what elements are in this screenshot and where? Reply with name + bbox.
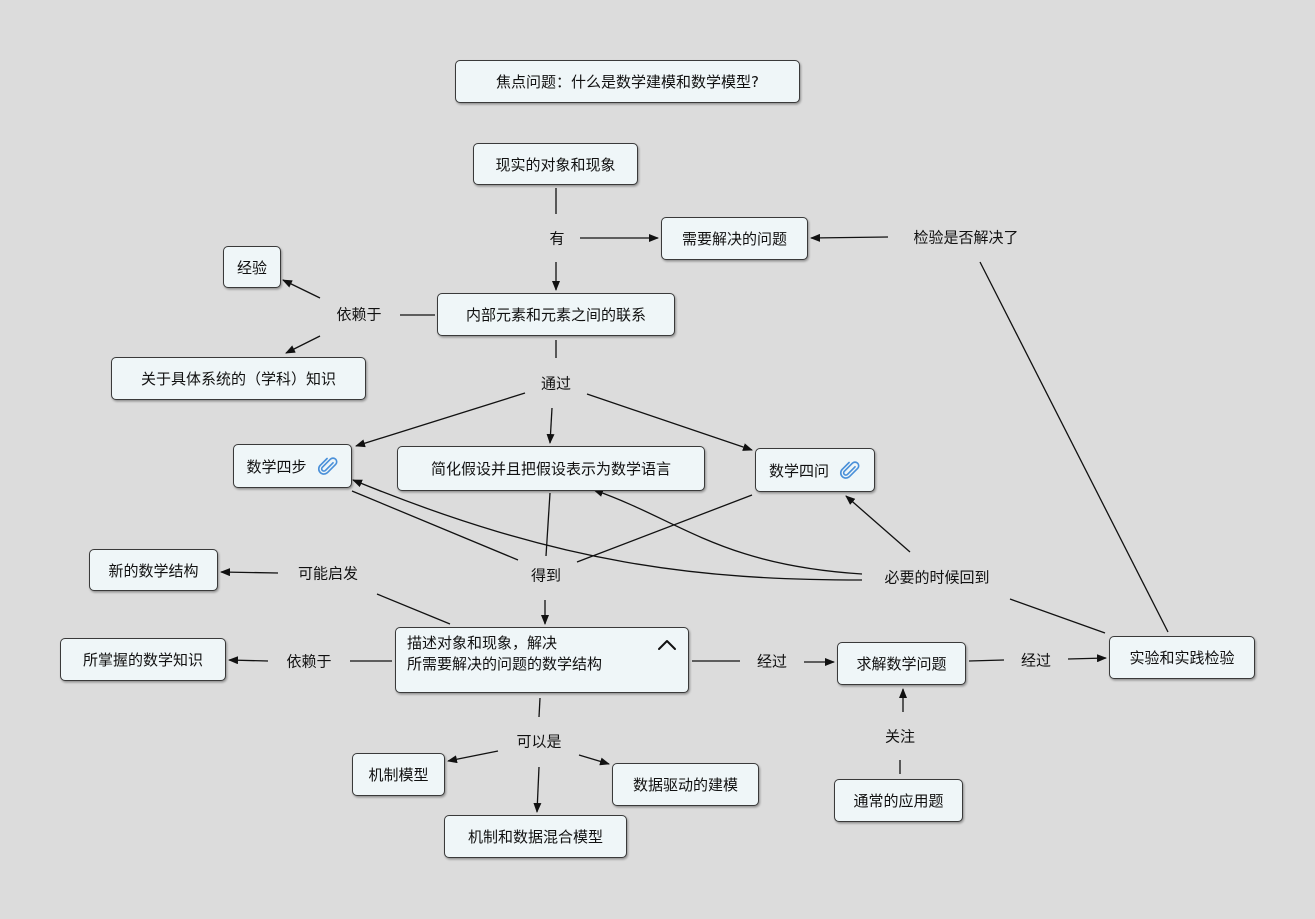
node-experiment[interactable]: 实验和实践检验 [1109,636,1255,679]
link-label-depends2[interactable]: 依赖于 [286,652,332,671]
edge-simplify-obtain [545,492,551,557]
node-data-driven[interactable]: 数据驱动的建模 [612,763,759,806]
edge-return-simplify [593,489,863,575]
node-experience-label: 经验 [236,258,267,277]
edge-check-problem [810,233,889,242]
node-mastered-knowledge-label: 所掌握的数学知识 [82,651,203,669]
edge-through-fourstep [355,392,526,448]
node-four-questions-label: 数学四问 [768,461,829,480]
link-label-obtain[interactable]: 得到 [530,566,562,585]
edge-solve-via2 [968,659,1005,662]
node-four-steps-label: 数学四步 [246,457,307,476]
edge-describe-canbe [538,697,541,718]
link-label-check[interactable]: 检验是否解决了 [913,228,1019,247]
node-mechanism-label: 机制模型 [368,766,429,784]
node-experience[interactable]: 经验 [223,246,281,288]
paperclip-icon[interactable] [839,459,861,481]
node-real-objects[interactable]: 现实的对象和现象 [473,143,638,185]
edge-return-fourq [845,495,911,553]
edge-via2-experiment [1067,654,1107,663]
node-describe-line1: 描述对象和现象，解决 [407,634,558,652]
edge-canbe-mechanism [447,750,499,764]
edge-depends-domain [285,335,321,354]
node-domain-knowledge[interactable]: 关于具体系统的（学科）知识 [111,357,366,400]
node-mastered-knowledge[interactable]: 所掌握的数学知识 [60,638,226,681]
edge-depends2-mastered [228,656,269,665]
node-mechanism[interactable]: 机制模型 [352,753,445,796]
edge-inspire-newstruct [220,568,279,577]
focus-question-text: 焦点问题：什么是数学建模和数学模型? [496,73,759,91]
edge-fourq-obtain [576,494,753,563]
node-hybrid-label: 机制和数据混合模型 [467,828,603,846]
edge-through-fourq [586,393,753,451]
edge-fourstep-obtain [351,490,519,561]
link-label-focus[interactable]: 关注 [884,727,916,746]
node-real-objects-label: 现实的对象和现象 [495,155,616,174]
node-domain-knowledge-label: 关于具体系统的（学科）知识 [140,370,336,388]
node-internal-relations[interactable]: 内部元素和元素之间的联系 [437,293,675,336]
edge-describe-inspire [376,593,451,625]
edge-depends-experience [282,279,321,299]
node-solve[interactable]: 求解数学问题 [837,642,966,685]
focus-question-box[interactable]: 焦点问题：什么是数学建模和数学模型? [455,60,800,103]
node-describe[interactable]: 描述对象和现象，解决 所需要解决的问题的数学结构 [395,627,689,693]
node-four-questions[interactable]: 数学四问 [755,448,875,492]
link-label-can-be[interactable]: 可以是 [516,732,562,751]
node-problem-to-solve-label: 需要解决的问题 [681,230,787,248]
node-common-problems-label: 通常的应用题 [853,792,944,810]
link-label-return[interactable]: 必要的时候回到 [884,568,990,587]
node-describe-line2: 所需要解决的问题的数学结构 [407,655,603,673]
edge-return-fourstep [352,479,863,581]
node-common-problems[interactable]: 通常的应用题 [834,779,963,822]
node-data-driven-label: 数据驱动的建模 [632,776,738,794]
node-internal-relations-label: 内部元素和元素之间的联系 [465,306,646,324]
node-new-structure[interactable]: 新的数学结构 [89,549,218,591]
link-label-depends1[interactable]: 依赖于 [336,305,382,324]
link-label-via2[interactable]: 经过 [1020,651,1052,670]
link-label-has[interactable]: 有 [549,229,565,248]
link-label-through[interactable]: 通过 [540,374,572,393]
node-solve-label: 求解数学问题 [856,655,947,673]
node-simplify-label: 简化假设并且把假设表示为数学语言 [430,460,671,478]
edge-canbe-hybrid [533,766,542,813]
paperclip-icon[interactable] [317,455,339,477]
node-four-steps[interactable]: 数学四步 [233,444,352,488]
node-experiment-label: 实验和实践检验 [1129,649,1235,667]
edge-canbe-datadriven [578,754,610,766]
node-new-structure-label: 新的数学结构 [108,561,199,580]
node-simplify[interactable]: 简化假设并且把假设表示为数学语言 [397,446,705,491]
link-label-inspire[interactable]: 可能启发 [297,564,359,583]
edge-experiment-return [1009,598,1106,634]
link-label-via1[interactable]: 经过 [756,652,788,671]
edge-experiment-check [979,261,1169,633]
node-hybrid[interactable]: 机制和数据混合模型 [444,815,627,858]
edge-through-simplify [546,407,555,444]
node-problem-to-solve[interactable]: 需要解决的问题 [661,217,808,260]
chevron-up-icon[interactable] [656,634,678,656]
